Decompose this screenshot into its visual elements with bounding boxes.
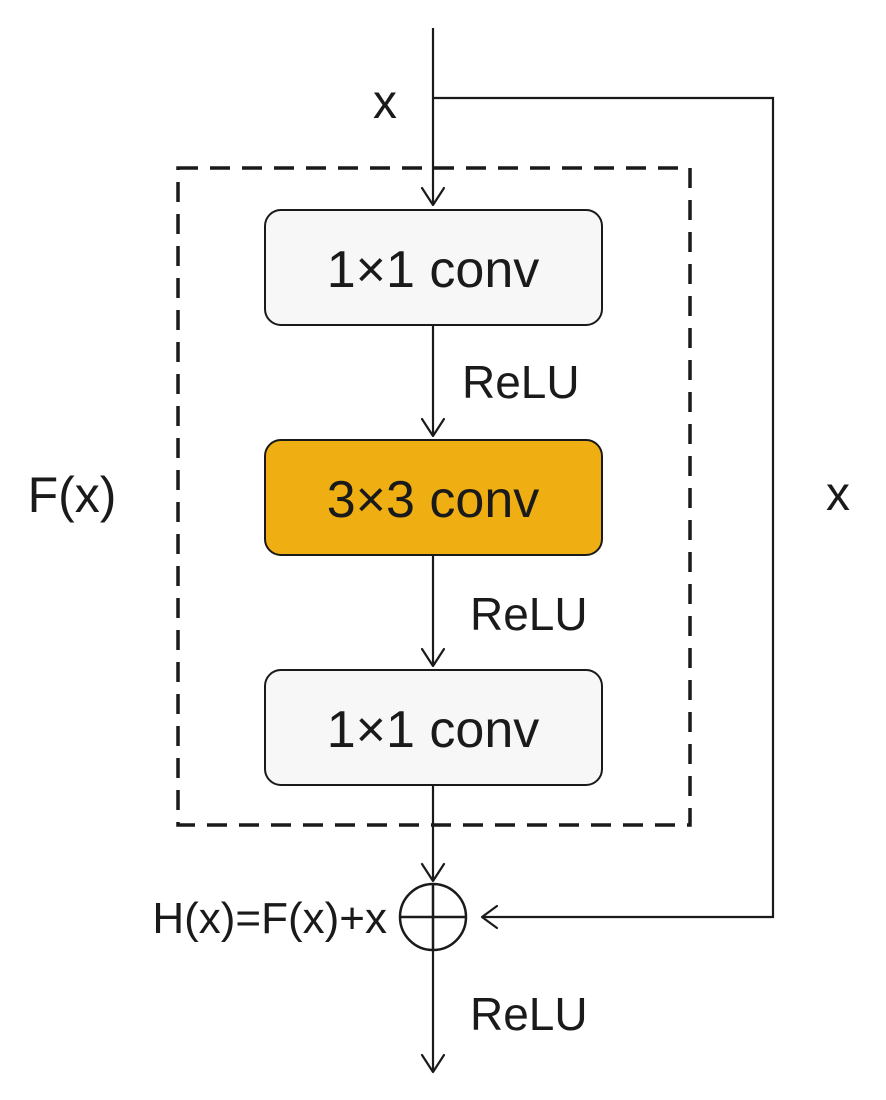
arrowhead-1-to-2: [420, 417, 446, 438]
shortcut-label: x: [826, 468, 850, 521]
input-arrowhead: [420, 186, 446, 207]
arrowhead-2-to-3: [420, 647, 446, 668]
conv-1x1-label-bottom: 1×1 conv: [327, 701, 540, 759]
input-label: x: [373, 76, 397, 129]
output-arrowhead: [420, 1053, 446, 1074]
conv-3x3-label: 3×3 conv: [327, 471, 540, 529]
relu-label-output: ReLU: [470, 988, 588, 1040]
shortcut-wire: [433, 96, 775, 919]
relu-label-2: ReLU: [470, 588, 588, 640]
addition-node-icon: [398, 882, 468, 952]
arrowhead-3-to-sum: [420, 862, 446, 883]
sum-equation-label: H(x)=F(x)+x: [152, 894, 387, 943]
relu-label-1: ReLU: [462, 356, 580, 408]
conv-1x1-label-top: 1×1 conv: [327, 241, 540, 299]
shortcut-arrowhead: [480, 904, 499, 930]
block-function-label: F(x): [28, 467, 117, 523]
